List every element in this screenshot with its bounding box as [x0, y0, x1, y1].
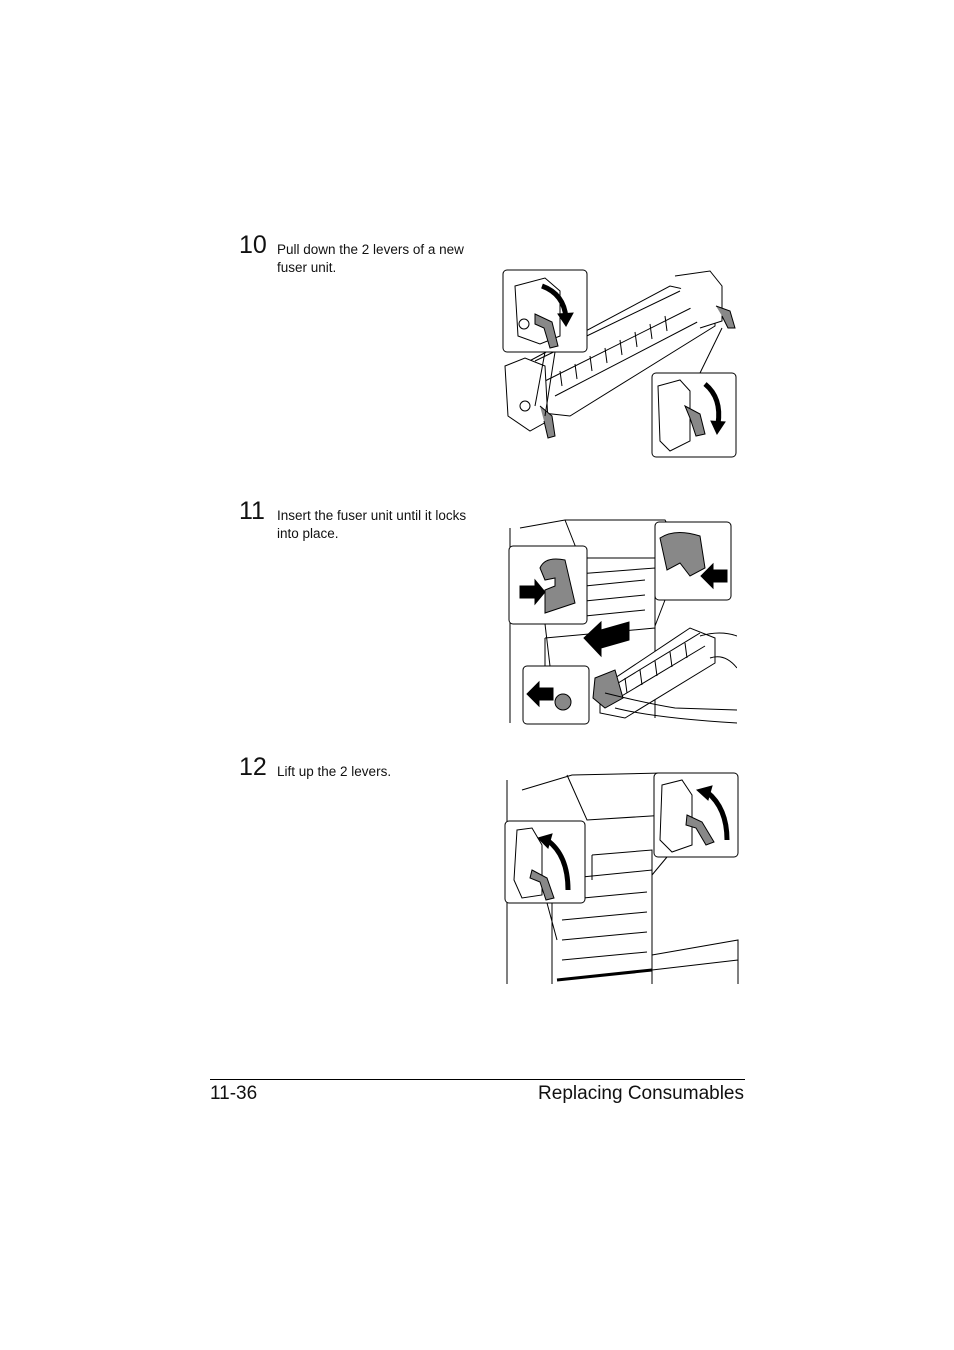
step-instruction: Insert the fuser unit until it locks int… — [277, 508, 467, 541]
footer-divider — [210, 1079, 745, 1080]
figure-lift-levers — [502, 770, 740, 986]
step-number: 10 — [239, 231, 267, 259]
section-title: Replacing Consumables — [538, 1083, 744, 1104]
step-number: 11 — [239, 497, 265, 525]
page-number: 11-36 — [210, 1083, 258, 1104]
step-instruction: Lift up the 2 levers. — [277, 764, 392, 779]
figure-pull-down-levers — [500, 266, 740, 461]
figure-insert-fuser-unit — [505, 518, 737, 726]
step-instruction: Pull down the 2 levers of a new fuser un… — [277, 242, 464, 275]
step-number: 12 — [239, 753, 267, 781]
